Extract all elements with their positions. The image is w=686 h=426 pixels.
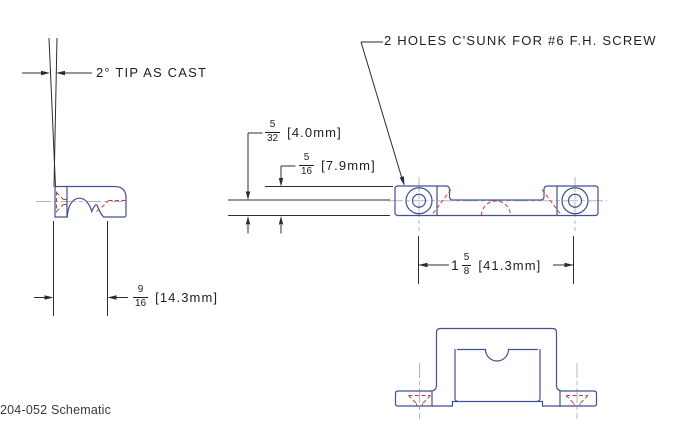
metric-value: [14.3mm] — [155, 289, 219, 305]
arrowheads — [41, 70, 574, 300]
side-view — [54, 185, 127, 218]
dimension-slot-depth: 5 32 [4.0mm] — [265, 120, 342, 144]
metric-value: [4.0mm] — [287, 124, 342, 140]
hidden-lines — [56, 187, 589, 406]
dimension-hole-spacing: 1 5 8 [41.3mm] — [451, 253, 541, 277]
holes-countersunk-note: 2 HOLES C'SUNK FOR #6 F.H. SCREW — [384, 33, 657, 48]
right-hole-circle — [567, 193, 583, 208]
fraction-5-8: 5 8 — [461, 252, 472, 277]
leader-line — [360, 41, 404, 184]
dimension-body-thickness: 5 16 [7.9mm] — [299, 153, 376, 177]
left-hole-circle — [411, 193, 427, 208]
left-countersink-circle — [405, 187, 433, 215]
dimension-side-width: 9 16 [14.3mm] — [133, 285, 218, 309]
tip-as-cast-note: 2° TIP AS CAST — [96, 65, 208, 80]
fraction-5-32: 5 32 — [265, 119, 281, 144]
fraction-9-16: 9 16 — [133, 284, 149, 309]
front-view — [394, 327, 598, 407]
metric-value: [7.9mm] — [321, 157, 376, 173]
whole-number: 1 — [451, 257, 459, 273]
notch-arc — [456, 348, 539, 362]
part-outlines — [54, 185, 599, 407]
fraction-5-16: 5 16 — [299, 152, 315, 177]
draft-lines — [48, 37, 58, 188]
right-countersink-circle — [561, 187, 589, 215]
drawing-caption: 204-052 Schematic — [0, 403, 112, 417]
metric-value: [41.3mm] — [478, 257, 542, 273]
top-view — [394, 185, 599, 217]
